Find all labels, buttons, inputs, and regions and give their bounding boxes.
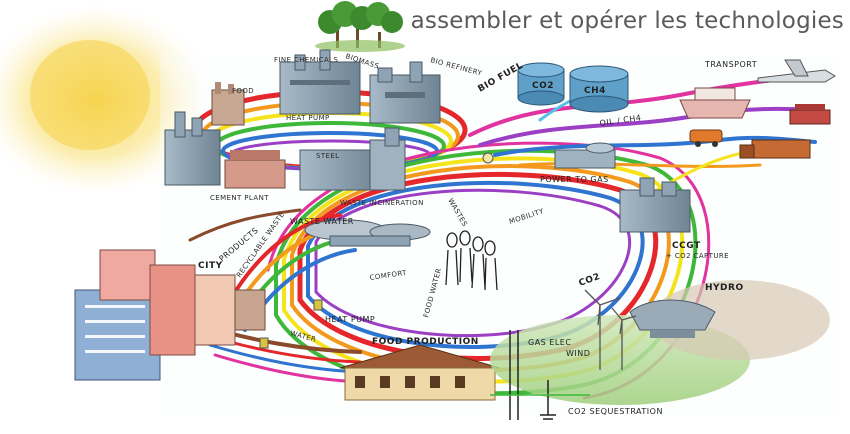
- city-buildings: [74, 249, 266, 381]
- tree-cluster: [315, 1, 405, 52]
- label-co2-sequestration: CO2 SEQUESTRATION: [568, 407, 663, 416]
- wind-turbines: [584, 289, 637, 370]
- people-group: [445, 230, 498, 291]
- label-co2-capture: + CO2 CAPTURE: [666, 252, 729, 260]
- ship: [679, 87, 751, 119]
- truck: [739, 139, 811, 159]
- label-ccgt: CCGT: [672, 241, 701, 251]
- co2-sequestration-well: [490, 330, 590, 420]
- chemicals-plant: [279, 49, 361, 115]
- label-ch4-tank: CH4: [584, 86, 606, 96]
- label-transport: TRANSPORT: [704, 60, 757, 69]
- bio-refinery: [369, 61, 441, 124]
- airplane: [757, 59, 836, 83]
- train: [789, 104, 831, 125]
- cement-plant: [164, 111, 286, 189]
- heat-pump-unit: [259, 152, 494, 349]
- steel-plant: [299, 127, 406, 191]
- label-cement-plant: CEMENT PLANT: [210, 194, 269, 202]
- sun: [0, 5, 210, 195]
- label-heat-pump-top: HEAT PUMP: [286, 114, 330, 122]
- label-co2-tank: CO2: [532, 81, 554, 91]
- label-fine-chemicals: FINE CHEMICALS: [274, 56, 338, 64]
- label-power-to-gas: POWER TO GAS: [540, 175, 609, 184]
- power-to-gas-unit: [554, 142, 616, 169]
- label-waste-water: WASTE WATER: [290, 217, 354, 226]
- car: [689, 129, 723, 147]
- label-food-production: FOOD PRODUCTION: [372, 337, 479, 347]
- label-steel: STEEL: [316, 152, 339, 160]
- label-heat-pump: HEAT PUMP: [325, 315, 375, 324]
- hydro-dam: [629, 299, 716, 338]
- slide-title: assembler et opérer les technologies: [410, 8, 844, 34]
- label-hydro: HYDRO: [705, 283, 744, 293]
- label-gas-elec: GAS ELEC: [528, 338, 571, 347]
- farm-building: [339, 344, 501, 401]
- co2-tank: [517, 62, 565, 106]
- ccgt-plant: [619, 177, 691, 233]
- waste-water-plant: [304, 219, 431, 247]
- food-plant: [211, 82, 245, 126]
- label-food-plant: FOOD: [232, 87, 254, 95]
- ch4-tank: [569, 65, 629, 113]
- label-wind: WIND: [566, 349, 590, 358]
- label-waste-incineration: WASTE INCINERATION: [340, 199, 424, 207]
- label-city: CITY: [198, 261, 223, 271]
